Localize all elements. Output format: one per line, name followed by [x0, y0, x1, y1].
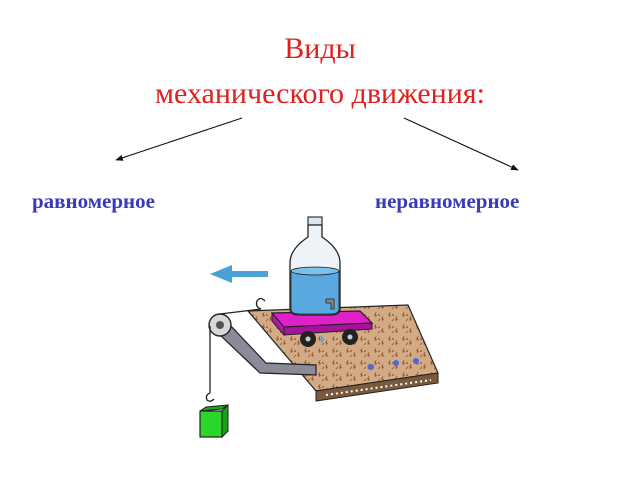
label-uniform-motion: равномерное [32, 189, 155, 213]
cart-hook [255, 297, 266, 310]
string [209, 308, 262, 393]
label-nonuniform-motion: неравномерное [375, 189, 520, 213]
bottle-icon [289, 216, 341, 343]
branch-arrows [115, 117, 519, 171]
weight-hook [205, 392, 215, 402]
arrow-to-uniform [115, 117, 243, 161]
page-title-line1: Виды [284, 32, 356, 65]
cart-experiment-illustration [199, 216, 439, 439]
motion-arrow-icon [210, 265, 268, 283]
arrow-to-nonuniform [403, 117, 519, 171]
pulley-icon [208, 313, 232, 337]
page-title-line2: механического движения: [155, 77, 485, 110]
weight-icon [199, 403, 229, 439]
